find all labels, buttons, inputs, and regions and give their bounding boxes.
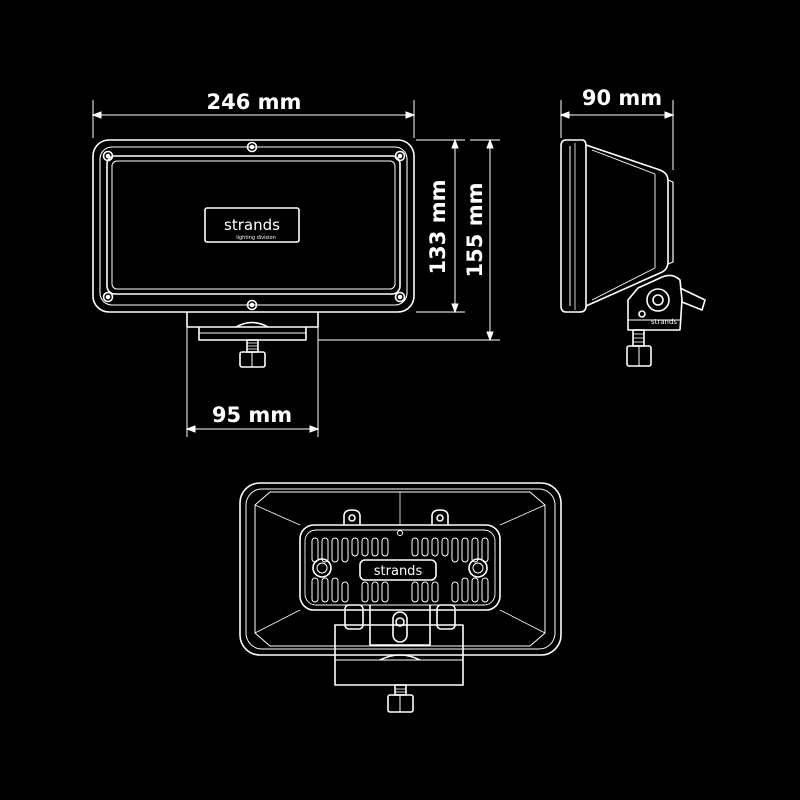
- side-bezel: [560, 139, 587, 313]
- dim-total-height-label: 155 mm: [463, 183, 487, 278]
- rear-view: [239, 482, 562, 713]
- rear-hole-left: [312, 558, 332, 578]
- front-screws: [102, 141, 406, 311]
- front-bracket: [186, 312, 319, 368]
- rear-bracket: [334, 604, 464, 713]
- front-lens-inner: [111, 160, 396, 290]
- rear-housing-inner: [245, 488, 556, 650]
- front-logo-plate: [204, 207, 300, 243]
- front-housing-outer: [92, 139, 415, 313]
- front-brand-name: strands: [224, 216, 280, 234]
- rear-brand-name: strands: [374, 564, 423, 579]
- side-view: [560, 139, 706, 367]
- dim-lens-height-label: 133 mm: [426, 180, 450, 275]
- side-bracket: [626, 274, 706, 367]
- dim-width-label: 246 mm: [207, 90, 302, 114]
- side-brand-name: strands: [651, 318, 677, 326]
- front-brand-tagline: lighting division: [236, 235, 276, 241]
- front-view: [92, 139, 415, 368]
- rear-logo-plate: [359, 559, 437, 581]
- front-lens-outer: [106, 155, 401, 295]
- dim-depth-label: 90 mm: [582, 86, 662, 110]
- rear-fins: [311, 537, 489, 603]
- dimension-lines: [91, 100, 675, 437]
- side-body: [585, 144, 669, 307]
- rear-hole-right: [468, 558, 488, 578]
- rear-back-face: [254, 491, 546, 647]
- rear-heatsink: [299, 524, 501, 611]
- dim-bracket-width-label: 95 mm: [212, 403, 292, 427]
